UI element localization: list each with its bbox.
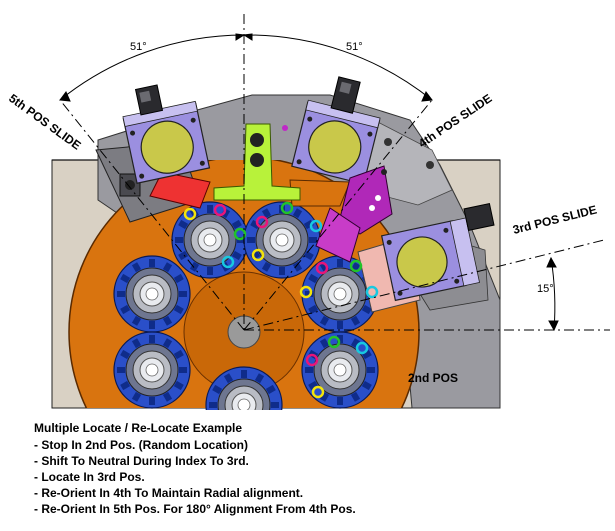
caption-item: - Locate In 3rd Pos. — [34, 470, 145, 484]
caption-item: - Re-Orient In 5th Pos. For 180° Alignme… — [34, 502, 356, 516]
alignment-marker — [327, 335, 341, 349]
alignment-marker — [305, 353, 319, 367]
slide-5th — [95, 84, 211, 223]
spindle — [243, 201, 321, 279]
caption-item: - Re-Orient In 4th To Maintain Radial al… — [34, 486, 304, 500]
angle-label-right: 51° — [346, 41, 363, 53]
spindle — [113, 331, 191, 409]
dimension-lines — [59, 14, 610, 332]
red-block — [149, 171, 211, 209]
spindle — [301, 255, 379, 333]
alignment-marker — [221, 255, 235, 269]
alignment-marker — [255, 215, 269, 229]
alignment-marker — [233, 227, 247, 241]
marker-group — [183, 201, 379, 399]
caption-title: Multiple Locate / Re-Locate Example — [34, 421, 243, 435]
alignment-marker — [299, 285, 313, 299]
label-2nd-pos: 2nd POS — [408, 371, 458, 385]
spindle — [205, 366, 283, 410]
turret-diagram: 51° 51° 15° 5th POS SLIDE 4th POS SLIDE … — [6, 14, 610, 410]
alignment-marker — [251, 248, 265, 262]
caption-item: - Shift To Neutral During Index To 3rd. — [34, 454, 249, 468]
alignment-marker — [315, 261, 329, 275]
alignment-marker — [280, 201, 294, 215]
slide-3rd — [357, 202, 495, 313]
caption-item: - Stop In 2nd Pos. (Random Location) — [34, 438, 248, 452]
spindle — [113, 255, 191, 333]
alignment-marker — [349, 259, 363, 273]
label-5th-pos-slide: 5th POS SLIDE — [6, 91, 83, 152]
locator-yoke — [213, 123, 301, 201]
alignment-marker — [355, 341, 369, 355]
alignment-marker — [183, 207, 197, 221]
caption: Multiple Locate / Re-Locate Example - St… — [34, 420, 594, 517]
alignment-marker — [365, 285, 379, 299]
alignment-marker — [309, 219, 323, 233]
angle-label-left: 51° — [130, 41, 147, 53]
alignment-marker — [311, 385, 325, 399]
angle-label-small: 15° — [537, 283, 554, 295]
label-3rd-pos-slide: 3rd POS SLIDE — [511, 203, 598, 237]
spindle — [171, 201, 249, 279]
alignment-marker — [213, 203, 227, 217]
magenta-locator — [315, 165, 393, 263]
spindle-group — [113, 201, 379, 410]
